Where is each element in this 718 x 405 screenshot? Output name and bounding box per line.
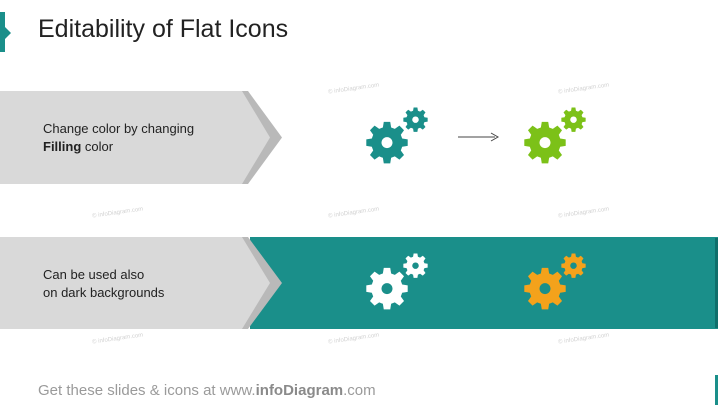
watermark: © infoDiagram.com <box>327 332 380 346</box>
row1-line1: Change color by changing <box>43 121 195 136</box>
watermark: © infoDiagram.com <box>91 332 144 346</box>
watermark: © infoDiagram.com <box>557 332 610 346</box>
gear-icon <box>560 107 587 134</box>
footer-edge-mark <box>715 375 718 405</box>
row1-line2: Filling color <box>43 138 194 156</box>
watermark: © infoDiagram.com <box>327 82 380 96</box>
dark-background-band <box>250 237 718 329</box>
row2-line2: on dark backgrounds <box>43 285 165 300</box>
row1-line2-rest: color <box>81 139 114 154</box>
arrow-right-icon <box>458 132 500 142</box>
row1-text: Change color by changing Filling color <box>43 120 194 156</box>
title-accent-bar <box>0 12 5 52</box>
row2-text: Can be used also on dark backgrounds <box>43 266 164 302</box>
row1-bold-word: Filling <box>43 139 82 154</box>
row1-arrow-shape <box>0 91 270 184</box>
watermark: © infoDiagram.com <box>327 206 380 220</box>
gear-icon <box>560 253 587 280</box>
watermark: © infoDiagram.com <box>91 206 144 220</box>
watermark: © infoDiagram.com <box>557 82 610 96</box>
band-edge-mark <box>715 238 718 328</box>
gear-icon <box>402 107 429 134</box>
row2-arrow-shape <box>0 237 270 329</box>
slide-title: Editability of Flat Icons <box>38 15 289 43</box>
title-accent-notch <box>5 27 11 39</box>
watermark: © infoDiagram.com <box>557 206 610 220</box>
gear-icon <box>402 253 429 280</box>
row2-line1: Can be used also <box>43 267 145 282</box>
footer-suffix: .com <box>343 382 376 399</box>
footer-text: Get these slides & icons at www.infoDiag… <box>38 382 376 399</box>
footer-prefix: Get these slides & icons at www. <box>38 382 256 399</box>
footer-brand: infoDiagram <box>255 382 344 399</box>
